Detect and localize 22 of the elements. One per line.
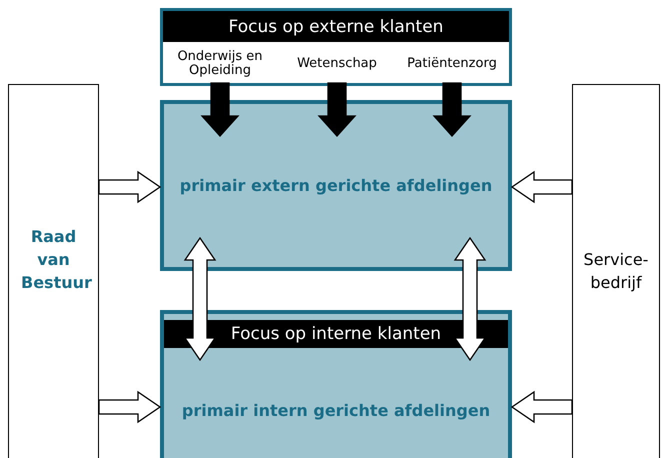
department-panel [160, 100, 512, 271]
side-panel [8, 84, 99, 458]
department-panel [160, 310, 512, 458]
panel-title: primair extern gerichte afdelingen [178, 175, 494, 197]
category-label: Wetenschap [296, 55, 378, 74]
filled-arrow [318, 82, 356, 137]
header-band: Focus op externe klanten [163, 11, 509, 42]
panel-label: Service-bedrijf [582, 249, 650, 294]
category-label: Onderwijs en Opleiding [176, 48, 264, 80]
category-label: Patiëntenzorg [406, 55, 498, 74]
filled-arrow [200, 82, 240, 137]
filled-arrow [432, 82, 472, 137]
hollow-arrow [510, 390, 573, 424]
hollow-arrow [98, 170, 162, 204]
double-arrow [454, 236, 486, 362]
hollow-arrow [510, 170, 573, 204]
side-panel [572, 84, 660, 458]
panel-title: primair intern gerichte afdelingen [180, 400, 492, 422]
hollow-arrow [98, 390, 162, 424]
focus-panel [160, 8, 512, 86]
panel-label: Raad van Bestuur [20, 226, 93, 294]
double-arrow [184, 236, 216, 362]
